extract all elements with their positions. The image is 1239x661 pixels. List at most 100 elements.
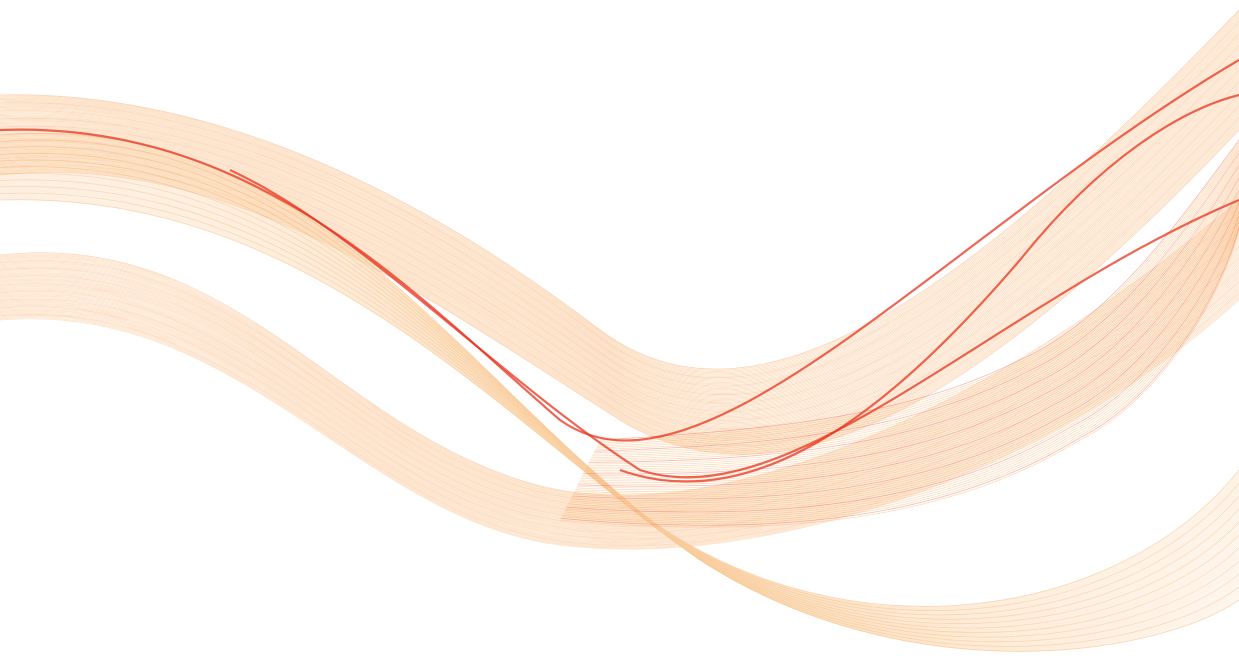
ribbon-middle-strand — [0, 281, 1239, 540]
ribbon-lower — [0, 133, 1239, 652]
ribbon-upper-strand — [0, 95, 1239, 431]
ribbon-lower-strand — [0, 154, 1239, 621]
ribbon-right-strand — [571, 204, 1239, 502]
ribbon-lower-strand — [0, 139, 1239, 611]
ribbon-upper-strand — [0, 13, 1239, 372]
ribbon-upper — [0, 9, 1239, 455]
ribbon-upper-strand — [0, 86, 1239, 425]
ribbon-middle-strand — [0, 276, 1239, 537]
ribbon-right-strand — [587, 166, 1239, 465]
ribbon-lower-strand — [0, 170, 1239, 632]
ribbon-middle-strand — [0, 199, 1239, 496]
ribbon-right-strand — [590, 161, 1239, 460]
ribbon-middle-strand — [0, 271, 1239, 534]
ribbon-lower-strand — [0, 185, 1239, 642]
ribbon-lower-strand — [0, 155, 1239, 622]
ribbon-upper-strand — [0, 110, 1239, 442]
ribbon-lower-strand — [0, 194, 1239, 649]
ribbon-lower-strand — [0, 135, 1239, 609]
ribbon-upper-strand — [0, 129, 1239, 455]
ribbon-upper-strand — [0, 68, 1239, 411]
ribbon-right-strand — [576, 192, 1239, 489]
ribbon-lower-strand — [0, 168, 1239, 630]
ribbon-lower-strand — [0, 147, 1239, 616]
ribbon-right-strand — [588, 164, 1239, 463]
ribbon-upper-strand — [0, 35, 1239, 388]
ribbon-lower-strand — [0, 188, 1239, 645]
ribbon-lower-strand — [0, 181, 1239, 639]
ribbon-middle-strand — [0, 224, 1239, 509]
ribbon-middle-strand — [0, 228, 1239, 511]
ribbon-middle-strand — [0, 256, 1239, 526]
ribbon-upper-strand — [0, 71, 1239, 414]
ribbon-middle-strand — [0, 213, 1239, 503]
ribbon-middle-strand — [0, 294, 1239, 547]
ribbon-lower-strand — [0, 138, 1239, 611]
ribbon-upper-strand — [0, 104, 1239, 437]
ribbon-middle-strand — [0, 206, 1239, 500]
ribbon-upper-strand — [0, 97, 1239, 432]
ribbon-upper-strand — [0, 112, 1239, 443]
ribbon-group — [0, 9, 1239, 652]
ribbon-right-strand — [560, 228, 1239, 526]
ribbon-lower-strand — [0, 195, 1239, 649]
ribbon-right-strand — [592, 155, 1239, 455]
ribbon-lower-strand — [0, 137, 1239, 610]
ribbon-middle-strand — [0, 293, 1239, 546]
ribbon-upper-strand — [0, 40, 1239, 392]
ribbon-right-strand — [564, 219, 1239, 517]
ribbon-middle-strand — [0, 286, 1239, 543]
ribbon-lower-strand — [0, 171, 1239, 633]
ribbon-lower-strand — [0, 184, 1239, 641]
ribbon-middle-strand — [0, 296, 1239, 548]
ribbon-right-strand — [585, 172, 1239, 470]
ribbon-lower-strand — [0, 189, 1239, 645]
ribbon-right-strand — [573, 199, 1239, 496]
ribbon-middle-strand — [0, 239, 1239, 517]
ribbon-right-strand — [595, 148, 1239, 449]
ribbon-middle-strand — [0, 273, 1239, 535]
ribbon-upper-strand — [0, 56, 1239, 403]
ribbon-middle-strand — [0, 264, 1239, 531]
ribbon-middle-strand — [0, 236, 1239, 516]
ribbon-lower-strand — [0, 191, 1239, 647]
ribbon-lower-strand — [0, 166, 1239, 629]
ribbon-upper-strand — [0, 64, 1239, 409]
ribbon-lower-strand — [0, 163, 1239, 627]
ribbon-upper-strand — [0, 62, 1239, 408]
ribbon-lower-strand — [0, 176, 1239, 636]
ribbon-upper-strand — [0, 69, 1239, 412]
ribbon-upper-strand — [0, 105, 1239, 438]
ribbon-upper-strand — [0, 11, 1239, 371]
ribbon-upper-strand — [0, 9, 1239, 370]
ribbon-right-strand — [575, 193, 1239, 491]
ribbon-lower-strand — [0, 141, 1239, 613]
ribbon-upper-strand — [0, 33, 1239, 387]
ribbon-lower-strand — [0, 152, 1239, 620]
ribbon-lower-strand — [0, 199, 1239, 652]
ribbon-upper-strand — [0, 37, 1239, 389]
ribbon-upper-strand — [0, 61, 1239, 406]
ribbon-lower-strand — [0, 196, 1239, 650]
ribbon-lower-strand — [0, 188, 1239, 644]
ribbon-middle-strand — [0, 284, 1239, 542]
ribbon-lower-strand — [0, 165, 1239, 628]
ribbon-lower-strand — [0, 160, 1239, 625]
ribbon-lower-strand — [0, 169, 1239, 632]
ribbon-upper-strand — [0, 107, 1239, 439]
ribbon-right-strand — [582, 179, 1239, 477]
ribbon-upper-strand — [0, 47, 1239, 397]
ribbon-right-strand — [579, 186, 1239, 484]
ribbon-upper-strand — [0, 42, 1239, 393]
accent-strand — [619, 93, 1239, 483]
ribbon-right-strand — [581, 181, 1239, 478]
ribbon-middle-strand — [0, 208, 1239, 501]
ribbon-upper-strand — [0, 44, 1239, 394]
ribbon-right-strand — [579, 184, 1239, 482]
ribbon-right-strand — [594, 152, 1239, 452]
ribbon-lower-strand — [0, 192, 1239, 647]
ribbon-upper-strand — [0, 124, 1239, 452]
ribbon-upper-strand — [0, 23, 1239, 380]
ribbon-right-strand — [593, 154, 1239, 454]
